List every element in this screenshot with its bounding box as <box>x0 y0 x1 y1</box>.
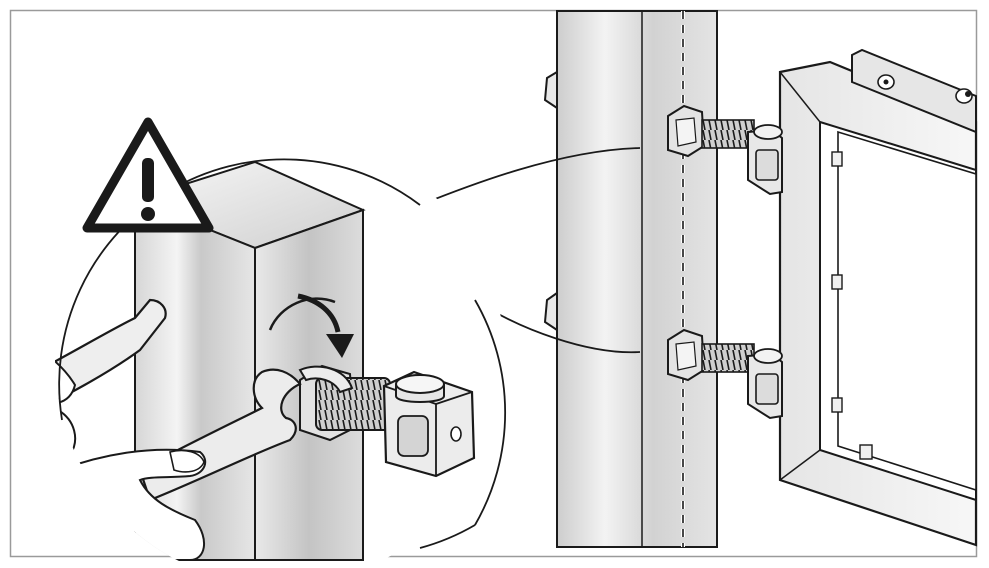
back-nut-lower <box>543 291 558 332</box>
post-and-gate-view <box>543 10 978 548</box>
clockwise-arrow-icon <box>268 293 354 358</box>
hinge-bolt-closeup <box>299 364 476 478</box>
gate-leaf <box>778 60 978 547</box>
warning-triangle-icon <box>82 117 214 233</box>
lower-hinge-bolt <box>667 328 783 420</box>
gate-post <box>556 10 718 548</box>
spirit-level <box>851 48 977 134</box>
upper-hinge-bolt <box>667 104 783 196</box>
back-nut-upper <box>543 70 558 110</box>
